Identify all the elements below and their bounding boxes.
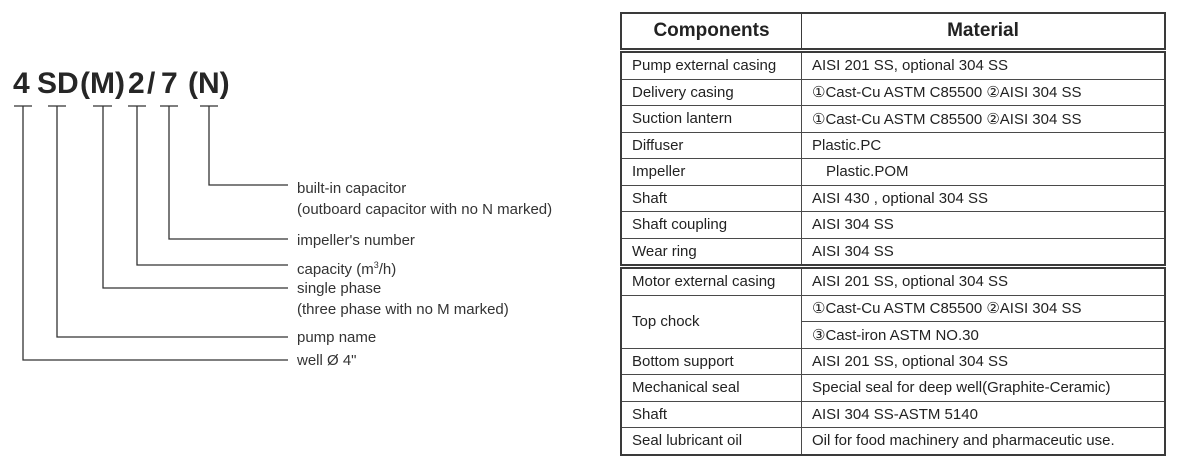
component-cell: Pump external casing [620, 48, 802, 80]
table-row: Wear ring AISI 304 SS [620, 237, 1166, 267]
material-cell: Special seal for deep well(Graphite-Cera… [801, 374, 1166, 402]
table-row: Bottom support AISI 201 SS, optional 304… [620, 347, 1166, 375]
table-row: ③Cast-iron ASTM NO.30 [621, 321, 1166, 349]
material-cell: Plastic.POM [801, 158, 1166, 186]
legend-impeller-number: impeller's number [297, 232, 415, 249]
code-part-phase: (M) [80, 67, 125, 100]
material-cell: ①Cast-Cu ASTM C85500 ②AISI 304 SS [801, 294, 1166, 322]
table-row: Seal lubricant oil Oil for food machiner… [620, 427, 1166, 455]
code-part-impellers: 7 [161, 67, 178, 100]
table-row: Motor external casing AISI 201 SS, optio… [620, 264, 1166, 296]
code-part-capacity: 2 [128, 67, 145, 100]
header-material: Material [801, 12, 1166, 51]
header-components: Components [620, 12, 802, 51]
component-cell: Bottom support [620, 347, 802, 375]
material-cell: AISI 304 SS [801, 211, 1166, 239]
model-code-diagram: 4 SD (M) 2 / 7 (N) built-in capacitor (o… [13, 67, 553, 369]
component-cell: Shaft [620, 400, 802, 428]
table-row: Shaft AISI 430 , optional 304 SS [620, 184, 1166, 212]
table-row: Suction lantern ①Cast-Cu ASTM C85500 ②AI… [620, 105, 1166, 133]
table-row: Shaft AISI 304 SS-ASTM 5140 [620, 400, 1166, 428]
legend-pump-name: pump name [297, 329, 377, 346]
table-row: Shaft coupling AISI 304 SS [620, 211, 1166, 239]
component-cell: Suction lantern [620, 105, 802, 133]
material-cell: ①Cast-Cu ASTM C85500 ②AISI 304 SS [801, 105, 1166, 133]
table-row: Mechanical seal Special seal for deep we… [620, 374, 1166, 402]
legend-single-phase-note: (three phase with no M marked) [297, 301, 509, 318]
material-cell: AISI 430 , optional 304 SS [801, 184, 1166, 212]
component-cell: Delivery casing [620, 78, 802, 106]
material-cell: ③Cast-iron ASTM NO.30 [801, 321, 1166, 349]
table-header-row: Components Material [620, 12, 1166, 51]
leader-lines [14, 105, 288, 361]
legend-capacitor: built-in capacitor [297, 180, 407, 197]
legend-well: well Ø 4" [297, 352, 357, 369]
material-cell: AISI 201 SS, optional 304 SS [801, 48, 1166, 80]
material-cell: ①Cast-Cu ASTM C85500 ②AISI 304 SS [801, 78, 1166, 106]
legend-single-phase: single phase [297, 280, 382, 297]
code-part-capacitor: (N) [188, 67, 230, 100]
legend-capacity: capacity (m3/h) [297, 260, 397, 278]
component-cell: Wear ring [620, 237, 802, 267]
component-cell: Shaft [620, 184, 802, 212]
code-part-pump-name: SD [37, 67, 79, 100]
component-cell: Top chock [620, 294, 802, 349]
component-cell: Shaft coupling [620, 211, 802, 239]
material-cell: AISI 304 SS-ASTM 5140 [801, 400, 1166, 428]
material-cell: Oil for food machinery and pharmaceutic … [801, 427, 1166, 455]
component-cell: Diffuser [620, 131, 802, 159]
material-cell: AISI 201 SS, optional 304 SS [801, 347, 1166, 375]
table-row: Pump external casing AISI 201 SS, option… [620, 48, 1166, 80]
code-part-slash: / [147, 67, 156, 100]
table-row: Impeller Plastic.POM [620, 158, 1166, 186]
materials-table: Components Material Pump external casing… [620, 12, 1166, 456]
component-cell: Impeller [620, 158, 802, 186]
material-cell: Plastic.PC [801, 131, 1166, 159]
material-cell: AISI 304 SS [801, 237, 1166, 267]
component-cell: Mechanical seal [620, 374, 802, 402]
component-cell: Motor external casing [620, 264, 802, 296]
material-cell: AISI 201 SS, optional 304 SS [801, 264, 1166, 296]
code-part-well: 4 [13, 67, 30, 100]
table-row: Diffuser Plastic.PC [620, 131, 1166, 159]
component-cell: Seal lubricant oil [620, 427, 802, 455]
table-row: Top chock ①Cast-Cu ASTM C85500 ②AISI 304… [620, 294, 1166, 349]
legend-capacitor-note: (outboard capacitor with no N marked) [297, 201, 553, 218]
table-row: Delivery casing ①Cast-Cu ASTM C85500 ②AI… [620, 78, 1166, 106]
